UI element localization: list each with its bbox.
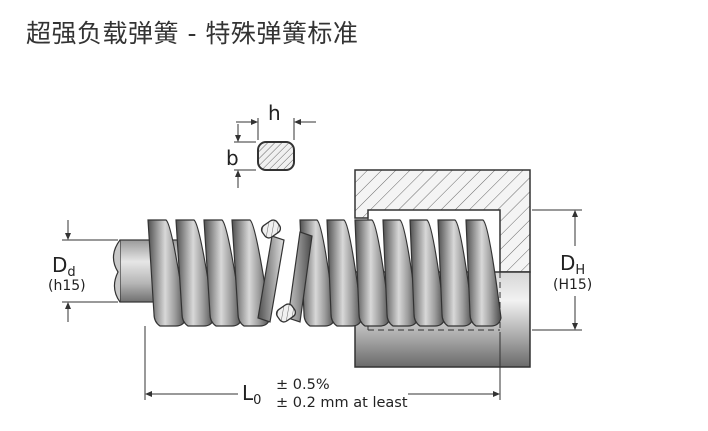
dd-arrowhead-top: [65, 233, 71, 240]
dh-dimension: DH (H15): [532, 209, 592, 331]
wire-cut-top: [260, 219, 282, 239]
l0-arrowhead-right: [493, 391, 500, 397]
h-arrowhead-left: [251, 119, 258, 125]
h-arrowhead-right: [294, 119, 301, 125]
coil-turn: [354, 219, 391, 327]
dd-tolerance: (h15): [48, 278, 86, 294]
dh-label: DH: [560, 251, 585, 278]
dh-arrowhead-top: [572, 210, 578, 217]
b-label: b: [226, 146, 239, 170]
coil-turn: [409, 219, 446, 327]
b-arrowhead-top: [235, 135, 241, 142]
dh-arrowhead-bottom: [572, 323, 578, 330]
coil-turn: [203, 219, 243, 327]
coil-turn: [231, 219, 271, 327]
coil-turn: [437, 219, 474, 327]
l0-tolerance-mm: ± 0.2 mm at least: [276, 395, 408, 411]
l0-arrowhead-left: [145, 391, 152, 397]
l0-tolerance-percent: ± 0.5%: [276, 377, 330, 393]
dd-dimension: Dd (h15): [48, 220, 118, 322]
l0-label: L0: [242, 381, 261, 408]
housing-section: [354, 169, 531, 273]
coil-mid-turns: [257, 231, 313, 323]
coil-turn: [175, 219, 215, 327]
dh-tolerance: (H15): [553, 277, 592, 293]
l0-dimension: L0 ± 0.5% ± 0.2 mm at least: [144, 326, 501, 411]
page-title: 超强负载弹簧 - 特殊弹簧标准: [26, 19, 359, 48]
coil-turn: [382, 219, 419, 327]
coil-turn: [465, 219, 502, 327]
wire-section-detail: h b: [226, 101, 316, 188]
wire-cut-bottom: [275, 303, 297, 323]
rod-break: [112, 239, 121, 303]
dd-arrowhead-bottom: [65, 302, 71, 309]
h-label: h: [268, 101, 281, 125]
b-arrowhead-bottom: [235, 170, 241, 177]
wire-section-shape: [257, 141, 295, 171]
dd-label: Dd: [52, 253, 76, 280]
coil-turn: [326, 219, 363, 327]
coil-turn: [147, 219, 187, 327]
spring-coils: [147, 219, 502, 327]
